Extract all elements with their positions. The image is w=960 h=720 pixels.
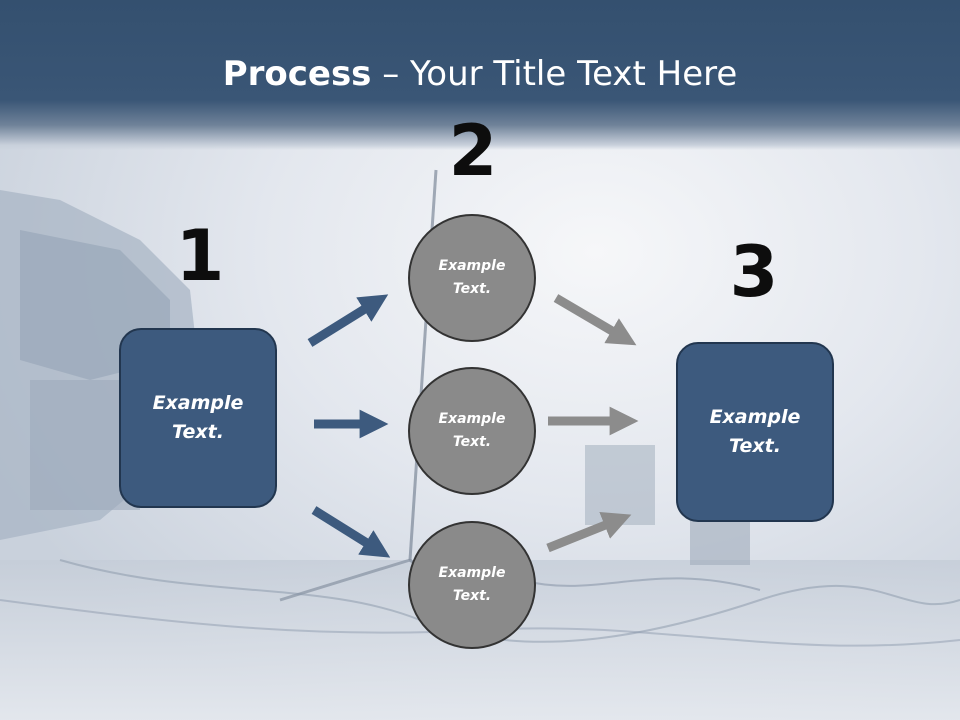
circle-middle-text: Example Text.: [438, 411, 506, 450]
circle-bottom-text: Example Text.: [438, 565, 506, 604]
slide-title: Process – Your Title Text Here: [0, 52, 960, 96]
circle-top: Example Text.: [408, 214, 536, 342]
box-step-1-text: Example Text.: [152, 392, 244, 443]
arrow-to-top-circle: [307, 294, 389, 347]
circle-top-text: Example Text.: [438, 258, 506, 297]
title-rest: – Your Title Text Here: [371, 54, 738, 94]
circle-middle: Example Text.: [408, 367, 536, 495]
arrow-to-bottom-circle: [311, 506, 391, 558]
title-bold: Process: [222, 54, 372, 94]
step-number-3: 3: [729, 231, 779, 313]
box-step-3: Example Text.: [676, 342, 834, 522]
box-step-3-text: Example Text.: [709, 406, 801, 457]
box-step-1: Example Text.: [119, 328, 277, 508]
circle-bottom: Example Text.: [408, 521, 536, 649]
arrow-from-bottom-circle: [546, 511, 632, 553]
step-number-2: 2: [448, 110, 498, 192]
step-number-1: 1: [175, 215, 225, 297]
arrow-from-top-circle: [553, 294, 637, 346]
title-bar: [0, 0, 960, 150]
